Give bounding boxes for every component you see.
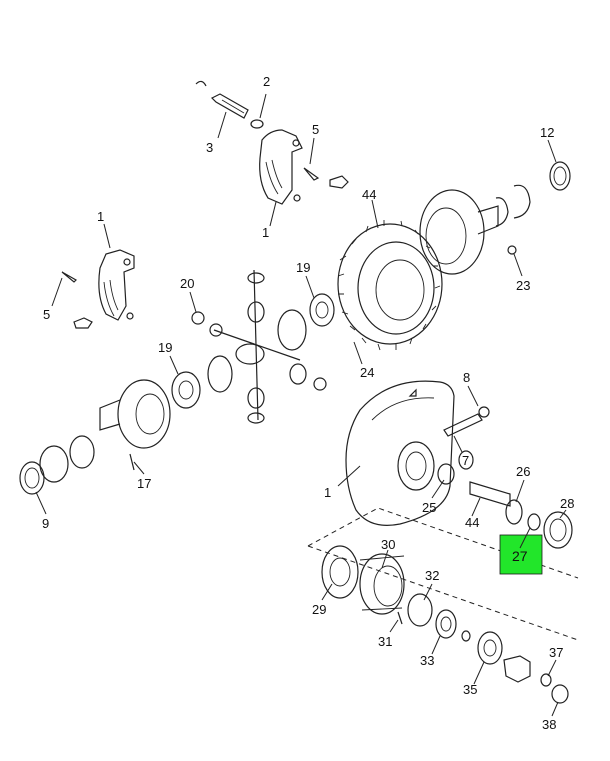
callout-2: 2 (263, 74, 270, 89)
callout-1: 1 (324, 485, 331, 500)
callout-33: 33 (420, 653, 434, 668)
callout-26: 26 (516, 464, 530, 479)
callout-32: 32 (425, 568, 439, 583)
highlight-box[interactable] (499, 534, 543, 575)
pinion-cage-assembly (321, 545, 569, 704)
callout-27: 27 (512, 548, 528, 564)
callout-9: 9 (42, 516, 49, 531)
callout-1: 1 (97, 209, 104, 224)
ring-gear (337, 220, 443, 351)
callout-38: 38 (542, 717, 556, 732)
callout-20: 20 (180, 276, 194, 291)
callout-25: 25 (422, 500, 436, 515)
carrier-housing (345, 380, 573, 549)
callout-29: 29 (312, 602, 326, 617)
bearing-cap-left (61, 249, 135, 329)
differential-case-right (419, 161, 571, 275)
bearing-cap-upper (195, 80, 349, 205)
differential-spider-assembly (171, 269, 335, 424)
callout-8: 8 (463, 370, 470, 385)
callout-3: 3 (206, 140, 213, 155)
callout-24: 24 (360, 365, 374, 380)
callout-23: 23 (516, 278, 530, 293)
callout-44: 44 (362, 187, 376, 202)
callout-labels: 2 3 5 12 1 44 1 19 20 5 23 19 24 8 7 17 … (42, 74, 574, 732)
callout-44: 44 (465, 515, 479, 530)
callout-30: 30 (381, 537, 395, 552)
callout-5: 5 (43, 307, 50, 322)
callout-31: 31 (378, 634, 392, 649)
differential-case-left (19, 379, 171, 495)
callout-5: 5 (312, 122, 319, 137)
callout-28: 28 (560, 496, 574, 511)
callout-19: 19 (158, 340, 172, 355)
callout-35: 35 (463, 682, 477, 697)
leader-lines (35, 93, 567, 717)
callout-17: 17 (137, 476, 151, 491)
callout-37: 37 (549, 645, 563, 660)
callout-7: 7 (462, 453, 469, 468)
callout-19: 19 (296, 260, 310, 275)
callout-1: 1 (262, 225, 269, 240)
callout-12: 12 (540, 125, 554, 140)
